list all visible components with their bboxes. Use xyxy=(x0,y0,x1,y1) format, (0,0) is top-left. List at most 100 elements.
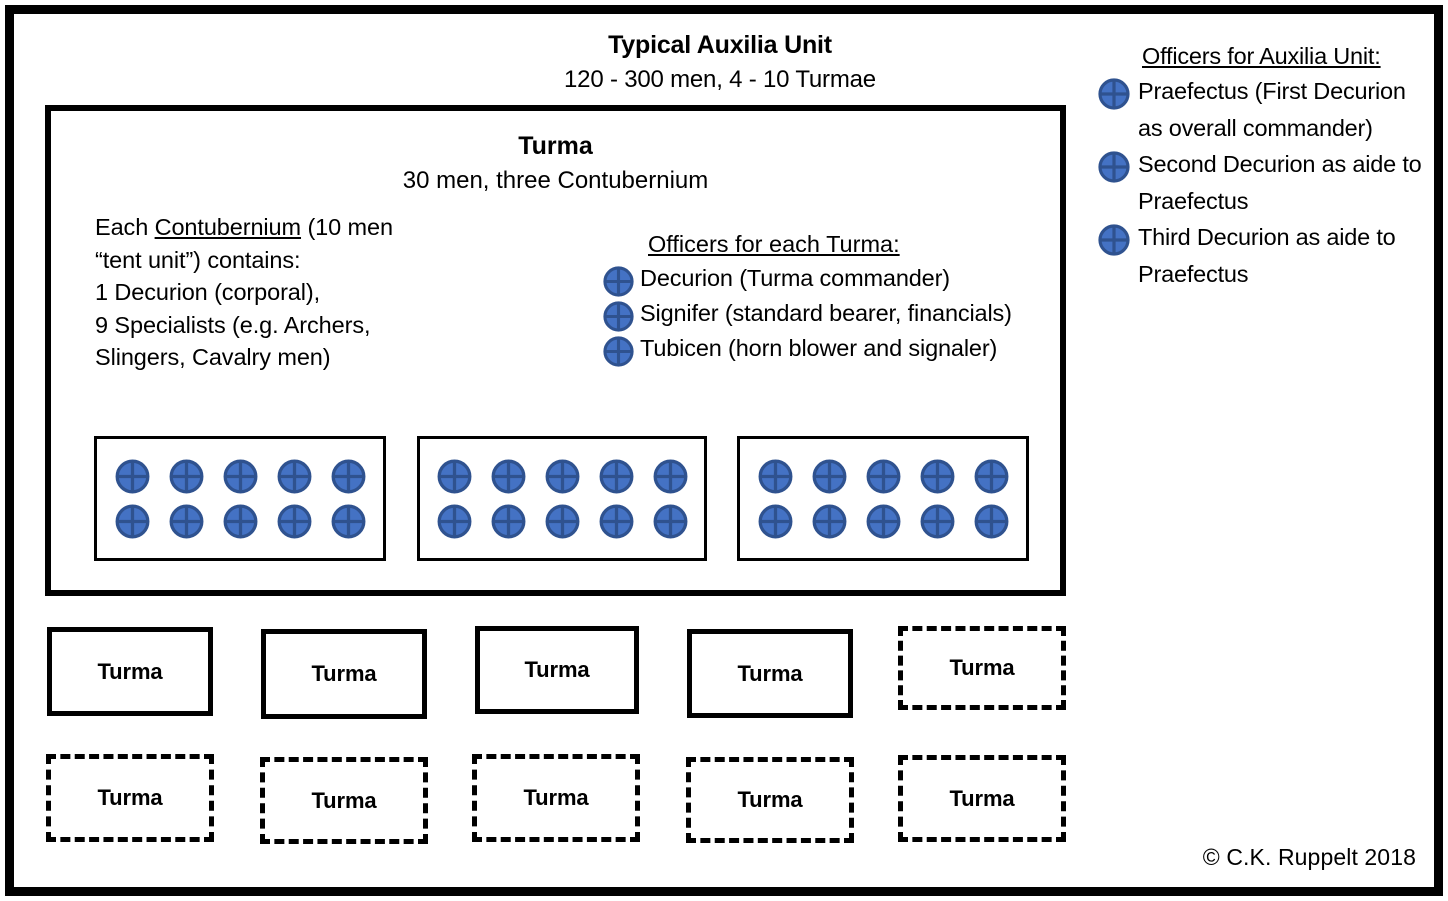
soldier-icon xyxy=(277,459,311,493)
soldier-icon xyxy=(603,263,640,297)
turma-box[interactable]: Turma xyxy=(260,757,428,844)
soldier-icon xyxy=(331,504,365,538)
outer-frame xyxy=(5,5,1443,896)
copyright-notice: © C.K. Ruppelt 2018 xyxy=(1202,844,1416,870)
contubernium-box xyxy=(94,436,386,561)
soldier-icon xyxy=(603,333,640,367)
soldier-icon xyxy=(115,459,149,493)
soldier-icon xyxy=(115,504,149,538)
soldier-icon xyxy=(974,459,1008,493)
soldier-icon xyxy=(169,459,203,493)
soldier-icon xyxy=(277,504,311,538)
contubernium-description: Each Contubernium (10 men “tent unit”) c… xyxy=(95,211,440,374)
turma-box[interactable]: Turma xyxy=(475,626,639,714)
page-title: Typical Auxilia Unit xyxy=(608,31,832,59)
soldier-icon xyxy=(866,459,900,493)
contub-line1-pre: Each xyxy=(95,214,155,240)
soldier-icon xyxy=(545,504,579,538)
contub-line5: Slingers, Cavalry men) xyxy=(95,344,331,370)
turma-box-label: Turma xyxy=(523,785,589,810)
turma-box-label: Turma xyxy=(949,655,1015,680)
turma-box[interactable]: Turma xyxy=(47,627,213,716)
turma-box-label: Turma xyxy=(311,661,377,686)
turma-box-label: Turma xyxy=(737,787,803,812)
soldier-row xyxy=(437,504,688,539)
soldier-icon xyxy=(437,504,471,538)
turma-subtitle: 30 men, three Contubernium xyxy=(402,167,709,194)
turma-box-label: Turma xyxy=(97,658,163,684)
soldier-icon xyxy=(599,459,633,493)
turma-officer-item: Tubicen (horn blower and signaler) xyxy=(603,333,1063,367)
contubernium-box xyxy=(737,436,1029,561)
soldier-icon xyxy=(653,504,687,538)
contub-term-underlined: Contubernium xyxy=(154,214,302,240)
contubernium-soldier-grid xyxy=(97,439,383,558)
auxilia-officer-item: Third Decurion as aide to Praefectus xyxy=(1098,219,1434,292)
soldier-icon xyxy=(920,459,954,493)
soldier-icon xyxy=(599,504,633,538)
soldier-icon xyxy=(1098,146,1138,183)
soldier-icon xyxy=(169,504,203,538)
turma-officer-label: Decurion (Turma commander) xyxy=(640,265,950,291)
contub-line3: 1 Decurion (corporal), xyxy=(95,279,321,305)
auxilia-officer-label: Praefectus (First Decurion as overall co… xyxy=(1138,78,1406,141)
soldier-icon xyxy=(653,459,687,493)
turma-box[interactable]: Turma xyxy=(898,626,1066,710)
turma-detail-box: Turma 30 men, three Contubernium Each Co… xyxy=(45,105,1066,596)
soldier-icon xyxy=(758,504,792,538)
soldier-icon xyxy=(1098,219,1138,256)
auxilia-officer-label: Third Decurion as aide to Praefectus xyxy=(1138,224,1396,287)
contubernium-soldier-grid xyxy=(420,439,704,558)
soldier-row xyxy=(115,504,366,539)
soldier-row xyxy=(758,504,1009,539)
turma-box-label: Turma xyxy=(97,785,163,810)
turma-box[interactable]: Turma xyxy=(46,754,214,842)
turma-officer-label: Tubicen (horn blower and signaler) xyxy=(640,335,998,361)
soldier-icon xyxy=(491,459,525,493)
contubernium-soldier-grid xyxy=(740,439,1026,558)
soldier-icon xyxy=(223,459,257,493)
soldier-icon xyxy=(866,504,900,538)
turma-officer-label: Signifer (standard bearer, financials) xyxy=(640,300,1012,326)
turma-title: Turma xyxy=(518,132,593,160)
turma-box-label: Turma xyxy=(737,660,803,686)
turma-officer-item: Signifer (standard bearer, financials) xyxy=(603,298,1063,332)
soldier-icon xyxy=(223,504,257,538)
auxilia-officer-label: Second Decurion as aide to Praefectus xyxy=(1138,151,1422,214)
turma-officers-heading: Officers for each Turma: xyxy=(648,231,900,257)
turma-box[interactable]: Turma xyxy=(686,757,854,843)
soldier-icon xyxy=(920,504,954,538)
turma-box-label: Turma xyxy=(311,787,377,813)
soldier-row xyxy=(115,459,366,494)
soldier-icon xyxy=(603,298,640,332)
soldier-icon xyxy=(331,459,365,493)
auxilia-officers-heading: Officers for Auxilia Unit: xyxy=(1142,43,1381,69)
auxilia-officer-item: Praefectus (First Decurion as overall co… xyxy=(1098,73,1434,146)
turma-box-label: Turma xyxy=(524,657,590,682)
soldier-icon xyxy=(812,459,846,493)
turma-officers-list: Officers for each Turma: Decurion (Turma… xyxy=(603,229,1063,368)
turma-box[interactable]: Turma xyxy=(261,629,427,719)
soldier-icon xyxy=(491,504,525,538)
auxilia-officer-item: Second Decurion as aide to Praefectus xyxy=(1098,146,1434,219)
soldier-row xyxy=(758,459,1009,494)
soldier-icon xyxy=(974,504,1008,538)
contub-line1-post: (10 men xyxy=(301,214,393,240)
soldier-row xyxy=(437,459,688,494)
turma-box[interactable]: Turma xyxy=(687,629,853,718)
contubernium-box xyxy=(417,436,707,561)
soldier-icon xyxy=(812,504,846,538)
contub-line2: “tent unit”) contains: xyxy=(95,246,301,273)
soldier-icon xyxy=(758,459,792,493)
header-block: Typical Auxilia Unit 120 - 300 men, 4 - … xyxy=(330,28,1110,97)
page-subtitle: 120 - 300 men, 4 - 10 Turmae xyxy=(564,66,876,93)
turma-box[interactable]: Turma xyxy=(472,754,640,842)
turma-box[interactable]: Turma xyxy=(898,755,1066,842)
contub-line4: 9 Specialists (e.g. Archers, xyxy=(95,311,371,338)
turma-box-label: Turma xyxy=(949,785,1015,811)
soldier-icon xyxy=(437,459,471,493)
turma-header: Turma 30 men, three Contubernium xyxy=(51,129,1060,198)
auxilia-officers-panel: Officers for Auxilia Unit: Praefectus (F… xyxy=(1098,40,1434,292)
soldier-icon xyxy=(1098,73,1138,110)
